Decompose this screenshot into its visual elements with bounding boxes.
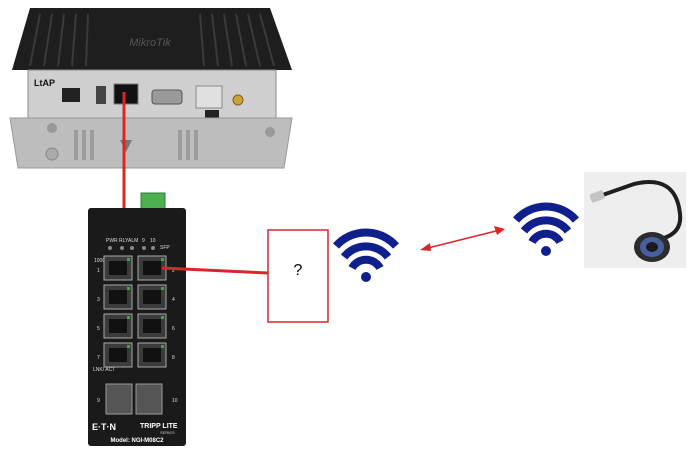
unknown-device-box [267,229,329,323]
ethernet-cable-switch-box [161,266,269,275]
router-heatsink [12,8,292,70]
switch-led-label: RLY [119,238,129,244]
switch-ethernet-port-socket [143,348,161,362]
switch-model: Model: NGI-M08C2 [110,438,164,444]
switch-led [108,246,112,250]
router-brand-logo: MikroTik [129,37,171,49]
switch-led-label: PWR [106,238,118,244]
switch-ethernet-port-socket [109,290,127,304]
switch-led [120,246,124,250]
router-model-label: LtAP [34,78,55,88]
sensor-photo-background [584,172,686,268]
sensor-cable [593,180,683,240]
router-screw-hole [265,127,275,137]
switch-led-label: SFP [160,245,170,251]
switch-ethernet-port-socket [143,319,161,333]
switch-port-number: 10 [172,398,178,404]
switch-sfp-port [135,383,163,415]
router-sim-slot [195,85,223,109]
router-power-jack [62,88,80,102]
router-ethernet-port [113,83,139,105]
switch-series: SERIES [160,430,175,435]
switch-port-led [161,316,164,319]
switch-port-speed-label: 1000 [94,258,105,264]
switch-sfp-port [105,383,133,415]
switch-led-label: 10 [150,238,156,244]
switch-led [130,246,134,250]
switch-ethernet-port-socket [143,290,161,304]
switch-port-led [161,258,164,261]
switch-port-number: 5 [97,326,100,332]
switch-port-led [127,258,130,261]
switch-port-number: 3 [97,297,100,303]
ethernet-switch: PWR RLY ALM 9 10 SFP 1000 1 2 3 4 5 6 7 … [88,208,186,446]
router-base-plate [9,117,293,169]
switch-product-line: TRIPP LITE [140,423,178,430]
sensor-device [584,172,686,268]
switch-port-number: 6 [172,326,175,332]
router-gps-connector [232,94,244,106]
switch-port-number: 1 [97,268,100,274]
unknown-device-label: ? [293,262,303,279]
switch-ethernet-port-socket [109,348,127,362]
switch-led-label: ALM [128,238,138,244]
switch-ethernet-port-socket [143,261,161,275]
switch-port-led [127,316,130,319]
wifi-icon-right [513,202,579,256]
switch-port-led [161,287,164,290]
switch-led [142,246,146,250]
router-usb-port [96,86,106,104]
wifi-icon-left [333,228,399,282]
switch-port-number: 8 [172,355,175,361]
switch-link-label: LNK/ ACT [93,367,115,373]
switch-led [151,246,155,250]
switch-led-label: 9 [142,238,145,244]
switch-port-number: 4 [172,297,175,303]
router-serial-port [151,89,183,105]
switch-ethernet-port-socket [109,319,127,333]
switch-port-led [127,287,130,290]
switch-brand: E·T·N [92,422,116,432]
router-screw-hole [47,123,57,133]
switch-port-number: 2 [172,268,175,274]
router-screw-hole [45,147,59,161]
sensor-center [646,242,658,252]
switch-port-led [127,345,130,348]
switch-port-number: 9 [97,398,100,404]
bidirectional-arrow [420,226,505,251]
switch-port-led [161,345,164,348]
switch-ethernet-port-socket [109,261,127,275]
router-device: MikroTik LtAP [9,8,293,169]
switch-port-number: 7 [97,355,100,361]
sensor-probe-tip [589,190,605,203]
